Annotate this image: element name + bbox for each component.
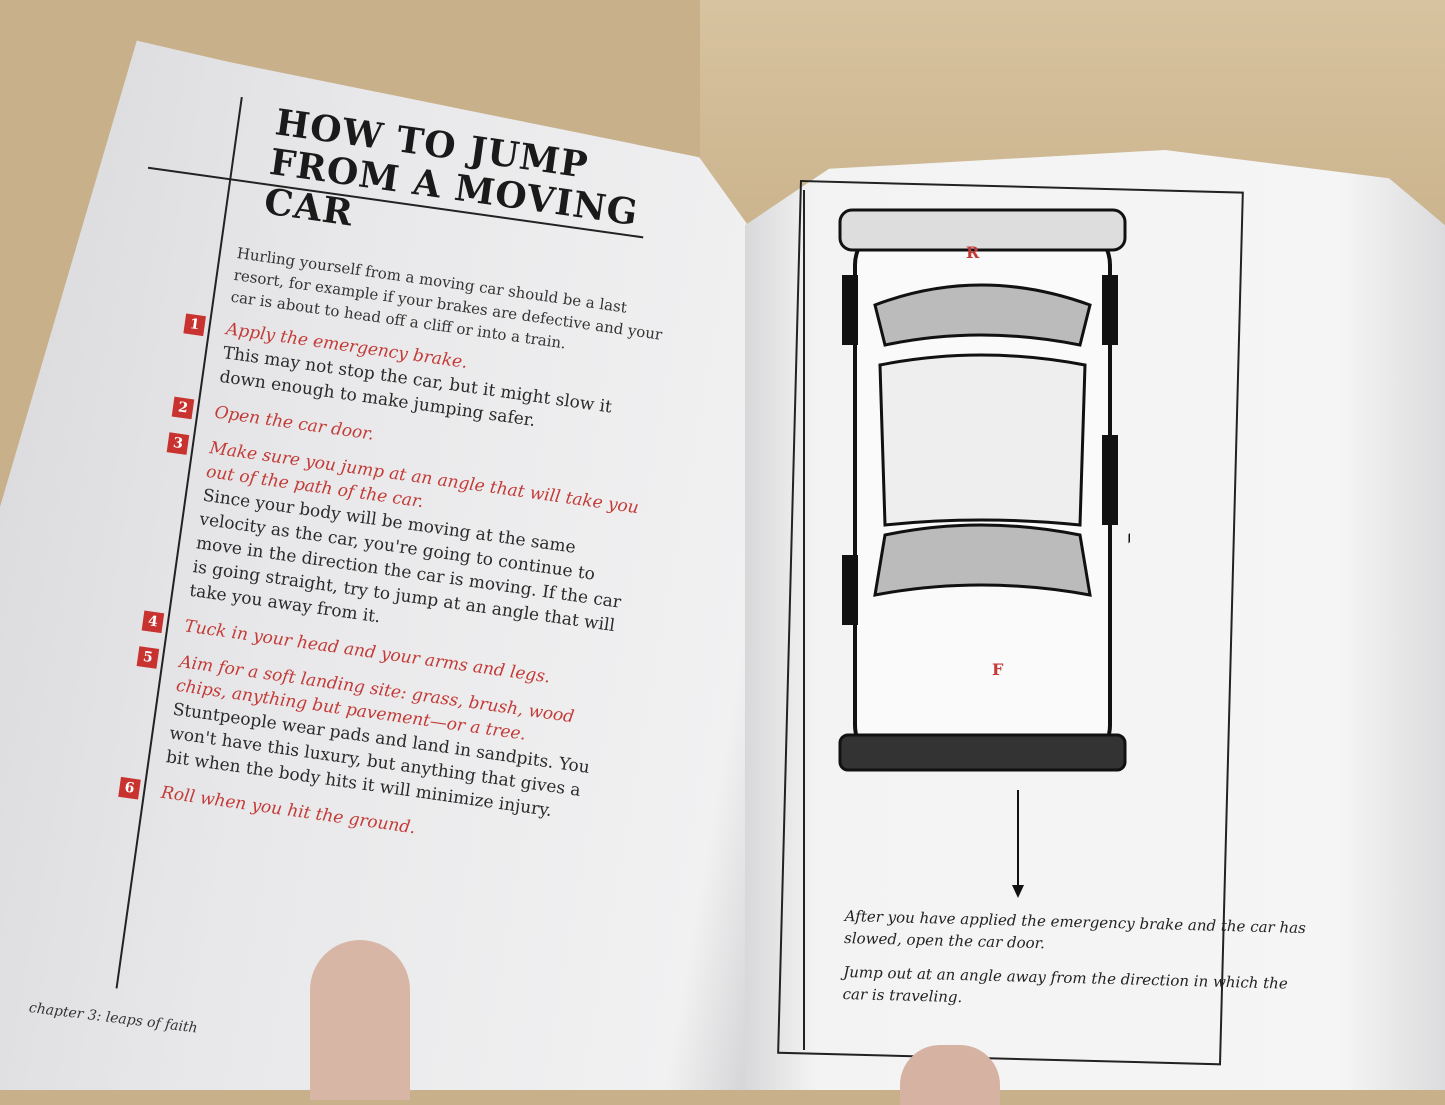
thumb <box>900 1045 1000 1105</box>
rear-label: R <box>966 243 980 262</box>
thumb <box>310 940 410 1100</box>
frame-rule <box>803 190 805 1050</box>
step-number: 3 <box>166 432 190 455</box>
step-number: 5 <box>136 646 160 669</box>
front-label: F <box>992 660 1004 679</box>
illustration-caption: After you have applied the emergency bra… <box>842 905 1315 1029</box>
step-number: 6 <box>118 776 141 800</box>
step-number: 4 <box>141 610 165 634</box>
caption-line: Jump out at an angle away from the direc… <box>842 962 1288 1007</box>
car-illustration <box>838 208 1130 772</box>
step-number: 1 <box>183 313 206 337</box>
direction-arrow-icon <box>1012 790 1024 898</box>
left-page-content: How to Jump from a Moving Car Hurling yo… <box>19 80 694 989</box>
step-number: 2 <box>171 396 195 420</box>
